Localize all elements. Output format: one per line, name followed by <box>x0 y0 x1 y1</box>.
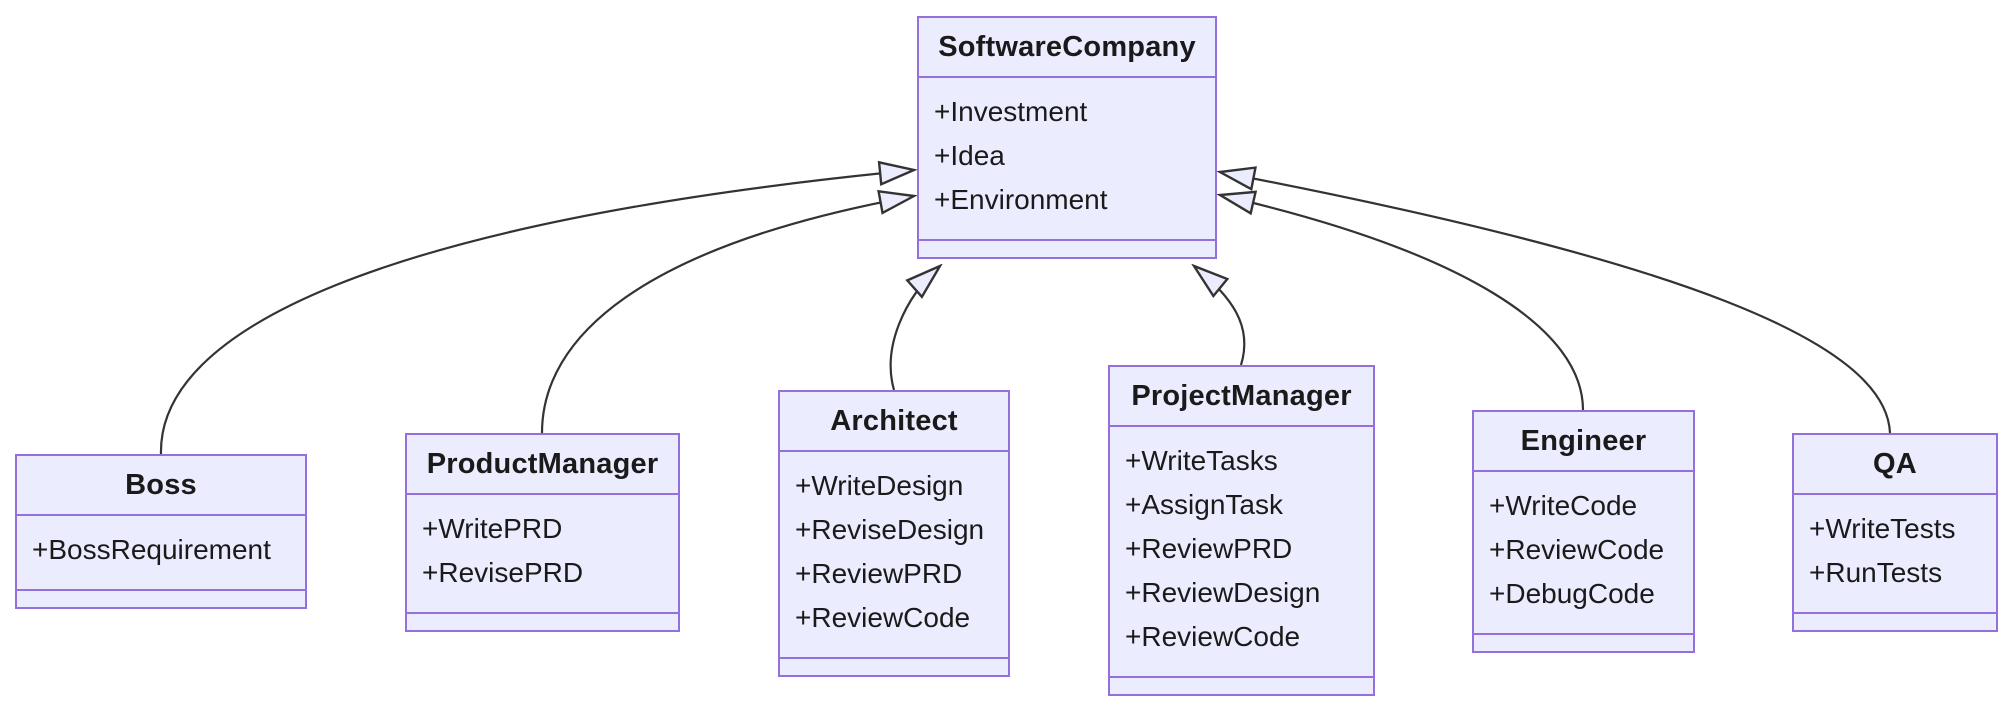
class-member: +WriteDesign <box>795 470 964 501</box>
class-member: +ReviewCode <box>1125 621 1301 652</box>
class-member: +ReviewCode <box>795 602 971 633</box>
class-methods-empty <box>780 657 1008 675</box>
class-title: Boss <box>17 456 305 516</box>
class-member: +BossRequirement <box>32 534 271 565</box>
edge-productmanager-to-softwarecompany <box>540 196 914 434</box>
class-softwarecompany: SoftwareCompany +Investment +Idea +Envir… <box>917 16 1217 259</box>
class-member: +WriteTests <box>1809 513 1956 544</box>
class-projectmanager: ProjectManager +WriteTasks +AssignTask +… <box>1108 365 1375 696</box>
class-methods-empty <box>1794 612 1996 630</box>
class-methods-empty <box>17 589 305 607</box>
class-attributes: +WritePRD +RevisePRD <box>407 495 678 612</box>
class-member: +RunTests <box>1809 557 1943 588</box>
class-attributes: +BossRequirement <box>17 516 305 589</box>
class-member: +Investment <box>934 96 1088 127</box>
class-member: +WriteTasks <box>1125 445 1278 476</box>
class-title: ProjectManager <box>1110 367 1373 427</box>
class-member: +DebugCode <box>1489 578 1655 609</box>
class-attributes: +Investment +Idea +Environment <box>919 78 1215 239</box>
class-methods-empty <box>919 239 1215 257</box>
class-member: +WritePRD <box>422 513 563 544</box>
edge-qa-to-softwarecompany <box>1220 172 1892 434</box>
class-qa: QA +WriteTests +RunTests <box>1792 433 1998 632</box>
class-methods-empty <box>1110 676 1373 694</box>
class-member: +ReviseDesign <box>795 514 985 545</box>
class-attributes: +WriteCode +ReviewCode +DebugCode <box>1474 472 1693 633</box>
class-member: +AssignTask <box>1125 489 1283 520</box>
class-architect: Architect +WriteDesign +ReviseDesign +Re… <box>778 390 1010 677</box>
class-attributes: +WriteDesign +ReviseDesign +ReviewPRD +R… <box>780 452 1008 657</box>
class-productmanager: ProductManager +WritePRD +RevisePRD <box>405 433 680 632</box>
class-methods-empty <box>407 612 678 630</box>
class-engineer: Engineer +WriteCode +ReviewCode +DebugCo… <box>1472 410 1695 653</box>
class-title: Architect <box>780 392 1008 452</box>
class-boss: Boss +BossRequirement <box>15 454 307 609</box>
class-member: +ReviewPRD <box>795 558 963 589</box>
class-member: +Idea <box>934 140 1005 171</box>
edge-architect-to-softwarecompany <box>889 266 940 391</box>
class-member: +ReviewDesign <box>1125 577 1321 608</box>
class-title: Engineer <box>1474 412 1693 472</box>
edge-boss-to-softwarecompany <box>159 170 914 455</box>
class-member: +Environment <box>934 184 1108 215</box>
class-member: +ReviewCode <box>1489 534 1665 565</box>
class-methods-empty <box>1474 633 1693 651</box>
class-member: +ReviewPRD <box>1125 533 1293 564</box>
edge-engineer-to-softwarecompany <box>1220 195 1585 411</box>
class-member: +RevisePRD <box>422 557 584 588</box>
class-attributes: +WriteTests +RunTests <box>1794 495 1996 612</box>
class-title: QA <box>1794 435 1996 495</box>
class-attributes: +WriteTasks +AssignTask +ReviewPRD +Revi… <box>1110 427 1373 676</box>
class-title: SoftwareCompany <box>919 18 1215 78</box>
edge-projectmanager-to-softwarecompany <box>1194 266 1246 366</box>
class-member: +WriteCode <box>1489 490 1638 521</box>
class-title: ProductManager <box>407 435 678 495</box>
